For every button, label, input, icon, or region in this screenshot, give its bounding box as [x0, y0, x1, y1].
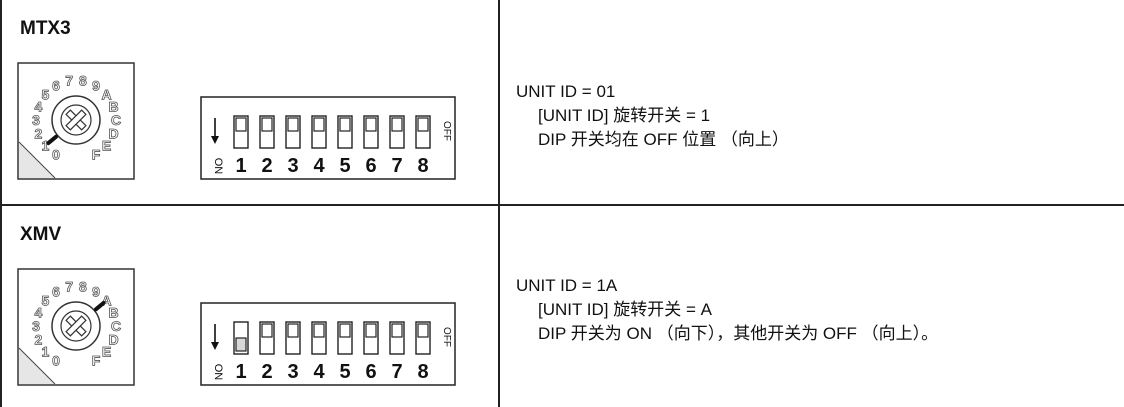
dip-switch-lever: [313, 323, 325, 338]
dip-switch-lever: [313, 117, 325, 132]
dip-switch-lever: [365, 117, 377, 132]
dip-switch-number: 6: [365, 155, 376, 177]
rotary-dial-digit: D: [109, 332, 119, 348]
unit-id-line: UNIT ID = 01: [516, 82, 616, 101]
rotary-dial-digit: 9: [92, 283, 100, 299]
dip-switch-lever: [287, 323, 299, 338]
rotary-corner-line: [18, 141, 56, 179]
rotary-dial-digit: F: [92, 353, 101, 369]
rotary-dial-digit: B: [109, 304, 119, 320]
rotary-dial-digit: E: [102, 138, 111, 154]
device-name: XMV: [20, 224, 62, 245]
rotary-dial-digit: E: [102, 344, 111, 360]
dip-on-label: ON: [212, 364, 224, 381]
rotary-dial-digit: A: [102, 86, 112, 102]
table-border-left: [0, 0, 2, 407]
dip-switch-number: 5: [339, 361, 350, 383]
unit-id-line: UNIT ID = 1A: [516, 276, 618, 295]
dip-switch-number: 2: [261, 361, 272, 383]
dip-switch-lever: [287, 117, 299, 132]
dip-switch-number: 8: [417, 361, 428, 383]
unit-id-description: UNIT ID = 1A [UNIT ID] 旋转开关 = A DIP 开关为 …: [516, 274, 938, 346]
rotary-dial-digit: 3: [32, 112, 40, 128]
unit-id-description: UNIT ID = 01 [UNIT ID] 旋转开关 = 1 DIP 开关均在…: [516, 80, 789, 152]
dip-off-label: OFF: [441, 327, 452, 347]
dip-switch-number: 7: [391, 155, 402, 177]
rotary-pointer: [46, 134, 59, 146]
rotary-knob-slot: [65, 109, 87, 131]
rotary-dial-digit: 5: [42, 292, 50, 308]
rotary-pointer: [93, 300, 106, 312]
dip-switch-lever: [235, 337, 247, 352]
dip-switch-lever: [261, 117, 273, 132]
dip-switch-number: 1: [235, 361, 246, 383]
rotary-dial-digit: 1: [42, 344, 50, 360]
rotary-dial-digit: 6: [52, 77, 60, 93]
dip-switch-number: 4: [313, 361, 325, 383]
rotary-dial-digit: C: [111, 112, 121, 128]
rotary-knob-slot: [65, 315, 87, 337]
dip-switch-number: 7: [391, 361, 402, 383]
dip-switch-number: 3: [287, 155, 298, 177]
dip-switch-lever: [417, 323, 429, 338]
dip-switch-number: 1: [235, 155, 246, 177]
rotary-dial-digit: 7: [65, 73, 73, 89]
rotary-dial-digit: 8: [79, 73, 87, 89]
dip-switch-number: 3: [287, 361, 298, 383]
dip-on-label: ON: [212, 158, 224, 175]
rotary-dial-digit: C: [111, 318, 121, 334]
dip-switch-lever: [339, 117, 351, 132]
rotary-dial-digit: F: [92, 147, 101, 163]
dip-switch-lever: [235, 117, 247, 132]
dip-on-arrowhead: [211, 136, 219, 144]
rotary-corner-line: [18, 347, 56, 385]
dip-switch-number: 8: [417, 155, 428, 177]
rotary-dial-digit: A: [102, 292, 112, 308]
dip-switch-number: 2: [261, 155, 272, 177]
rotary-dial-digit: 0: [52, 147, 60, 163]
rotary-dial-digit: 0: [52, 353, 60, 369]
dip-switch-lever: [391, 323, 403, 338]
dip-off-label: OFF: [441, 121, 452, 141]
dip-on-arrowhead: [211, 342, 219, 350]
rotary-setting-line: [UNIT ID] 旋转开关 = 1: [538, 106, 711, 125]
dip-setting-line: DIP 开关为 ON （向下），其他开关为 OFF （向上）。: [538, 324, 939, 343]
dip-switch-number: 5: [339, 155, 350, 177]
dip-switch-lever: [365, 323, 377, 338]
rotary-dial-digit: 2: [35, 126, 43, 142]
rotary-dial-digit: 2: [35, 332, 43, 348]
rotary-dial-digit: 8: [79, 279, 87, 295]
rotary-dial-digit: 7: [65, 279, 73, 295]
dip-setting-line: DIP 开关均在 OFF 位置 （向上）: [538, 130, 789, 149]
device-name: MTX3: [20, 18, 71, 39]
rotary-setting-line: [UNIT ID] 旋转开关 = A: [538, 300, 712, 319]
rotary-dial-digit: 3: [32, 318, 40, 334]
dip-switch-lever: [339, 323, 351, 338]
table-row-divider: [0, 204, 1124, 206]
rotary-dial-digit: 4: [35, 304, 43, 320]
rotary-dial-digit: 9: [92, 77, 100, 93]
dip-switch-number: 6: [365, 361, 376, 383]
rotary-dial-digit: 5: [42, 86, 50, 102]
dip-switch-number: 4: [313, 155, 325, 177]
dip-switch-lever: [391, 117, 403, 132]
rotary-dial-digit: 4: [35, 98, 43, 114]
table-column-divider: [498, 0, 500, 407]
dip-switch-lever: [417, 117, 429, 132]
rotary-dial-digit: D: [109, 126, 119, 142]
rotary-dial-digit: B: [109, 98, 119, 114]
rotary-dial-digit: 6: [52, 283, 60, 299]
dip-switch-lever: [261, 323, 273, 338]
rotary-dial-digit: 1: [42, 138, 50, 154]
